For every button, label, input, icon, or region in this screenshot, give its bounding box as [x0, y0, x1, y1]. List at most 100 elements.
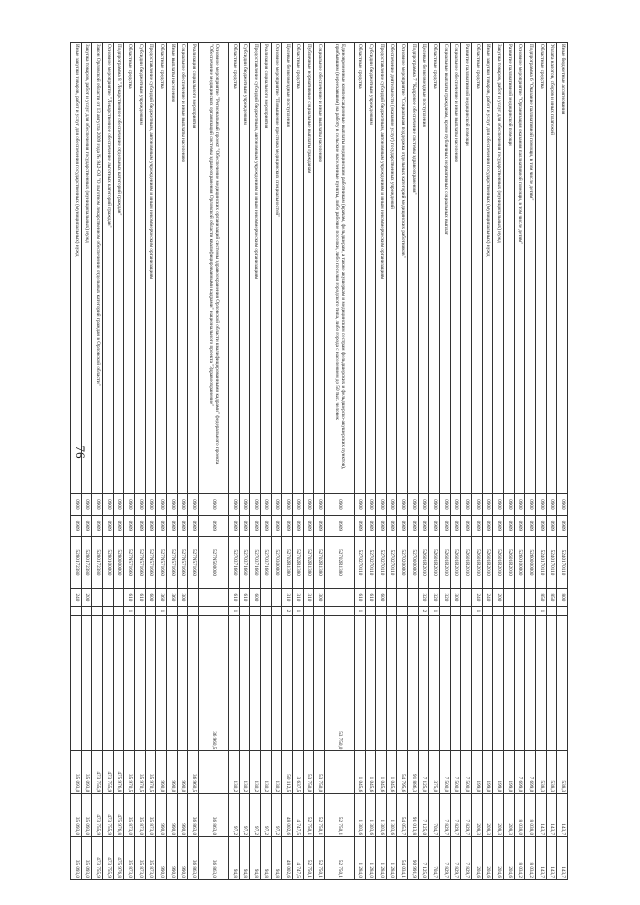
- row-source-code: 1: [471, 606, 483, 616]
- row-target-article: 52702R1380: [292, 536, 304, 589]
- row-amount-3: 7 829,7: [460, 793, 472, 837]
- row-source-code: [113, 606, 124, 616]
- row-name: Областные средства: [292, 42, 304, 494]
- row-gr-code: 0900: [260, 493, 272, 516]
- row-name: Субсидии бюджетным учреждениям: [134, 42, 146, 494]
- row-amount-4: 35 093,0: [70, 836, 82, 880]
- row-name: Единовременные компенсационные выплаты м…: [324, 42, 355, 494]
- row-expense-type: 610: [123, 588, 135, 607]
- row-gr-code: 0900: [450, 493, 461, 516]
- row-source-code: [249, 606, 261, 616]
- table-row: Обеспечение деятельности (оказание услуг…: [386, 42, 397, 880]
- row-amount-3: 143,7: [546, 793, 557, 837]
- row-source-code: [450, 606, 461, 616]
- row-amount-3: 97,2: [228, 793, 240, 837]
- row-amount-2: 199,0: [492, 750, 504, 794]
- row-gr-code: 0900: [375, 493, 387, 516]
- row-expense-type: [260, 588, 272, 607]
- row-amount-2: 538,3: [535, 750, 547, 794]
- row-amount-4: 143,7: [556, 836, 568, 880]
- row-amount-3: 97,2: [260, 793, 272, 837]
- row-gr-code: 0900: [155, 493, 167, 516]
- row-amount-4: 8 034,2: [514, 836, 525, 880]
- table-row: Социальное обеспечение и иные выплаты на…: [450, 42, 461, 880]
- row-target-article: 5270270110: [375, 536, 387, 589]
- row-source-code: [397, 606, 408, 616]
- row-target-article: 527N500000: [198, 536, 229, 589]
- table-row: Основное мероприятие "Лекарственное обес…: [102, 42, 114, 880]
- row-name: Социальное обеспечение и иные выплаты на…: [313, 42, 325, 494]
- row-amount-1: [418, 615, 429, 751]
- row-amount-3: 990,0: [177, 793, 188, 837]
- row-source-code: 1: [123, 606, 135, 616]
- row-amount-1: [177, 615, 188, 751]
- row-amount-3: 704,7: [428, 793, 440, 837]
- row-amount-4: 94,8: [239, 836, 250, 880]
- row-section-code: 0909: [177, 515, 188, 537]
- row-target-article: 527N571660: [166, 536, 178, 589]
- row-gr-code: 0900: [313, 493, 325, 516]
- row-amount-4: 36 863,0: [198, 836, 229, 880]
- row-name: Основное мероприятие "Повышение престижа…: [271, 42, 282, 494]
- row-target-article: 52702R1380: [303, 536, 314, 589]
- row-expense-type: [524, 588, 536, 607]
- row-source-code: [303, 606, 314, 616]
- row-amount-2: 35 970,5: [134, 750, 146, 794]
- row-target-article: 52601R2010: [428, 536, 440, 589]
- row-amount-1: [407, 615, 419, 751]
- row-amount-2: 53 750,0: [313, 750, 325, 794]
- row-section-code: 0909: [249, 515, 261, 537]
- row-name: Иные выплаты населению: [166, 42, 178, 494]
- row-amount-3: 1 303,6: [365, 793, 376, 837]
- row-amount-3: 475 976,8: [113, 793, 124, 837]
- row-amount-3: 7 125,0: [418, 793, 429, 837]
- row-amount-2: 130,2: [239, 750, 250, 794]
- row-name: Подпрограмма 6 "Оказание паллиативной по…: [524, 42, 536, 494]
- row-amount-4: 204,6: [482, 836, 493, 880]
- row-name: Предоставление субсидий бюджетным, автон…: [249, 42, 261, 494]
- row-gr-code: 0900: [123, 493, 135, 516]
- row-target-article: 5270300000: [271, 536, 282, 589]
- row-amount-1: [91, 615, 103, 751]
- row-name: Подпрограмма 8 "Лекарственное обеспечени…: [113, 42, 124, 494]
- row-section-code: 0909: [228, 515, 240, 537]
- row-amount-3: 48 002,6: [281, 793, 293, 837]
- row-target-article: 5280172380: [70, 536, 82, 589]
- row-amount-3: 143,7: [535, 793, 547, 837]
- row-target-article: 52601R2010: [450, 536, 461, 589]
- row-amount-2: 130,2: [260, 750, 272, 794]
- row-amount-4: 4 747,5: [292, 836, 304, 880]
- row-amount-2: 990,0: [177, 750, 188, 794]
- row-amount-1: [303, 615, 314, 751]
- row-name: Предоставление субсидий бюджетным, автон…: [375, 42, 387, 494]
- row-amount-3: 36 863,0: [187, 793, 199, 837]
- row-amount-2: 990,0: [166, 750, 178, 794]
- row-amount-1: [439, 615, 451, 751]
- row-amount-2: 7 125,0: [418, 750, 429, 794]
- row-amount-2: 7 500,0: [450, 750, 461, 794]
- row-section-code: 0909: [397, 515, 408, 537]
- row-amount-4: 8 034,2: [524, 836, 536, 880]
- row-section-code: 0909: [155, 515, 167, 537]
- row-gr-code: 0900: [428, 493, 440, 516]
- row-amount-2: 35 970,5: [145, 750, 156, 794]
- row-gr-code: 0900: [91, 493, 103, 516]
- row-expense-type: 240: [70, 588, 82, 607]
- row-expense-type: 300: [177, 588, 188, 607]
- row-target-article: 527N571660: [134, 536, 146, 589]
- row-amount-4: 54 034,1: [397, 836, 408, 880]
- row-amount-2: 199,0: [482, 750, 493, 794]
- row-name: Уплата налогов, сборов и иных платежей: [546, 42, 557, 494]
- row-source-code: 1: [428, 606, 440, 616]
- row-target-article: 5270371660: [260, 536, 272, 589]
- row-name: Подпрограмма 7 "Кадровое обеспечение сис…: [407, 42, 419, 494]
- row-gr-code: 0900: [503, 493, 515, 516]
- row-section-code: 0909: [70, 515, 82, 537]
- table-row: Основное мероприятие "Повышение престижа…: [271, 42, 282, 880]
- row-section-code: 0909: [407, 515, 419, 537]
- row-name: Закон Орловской области от 13 августа 20…: [91, 42, 103, 494]
- table-row: Развитие паллиативной медицинской помощи…: [460, 42, 472, 880]
- row-target-article: 5270270110: [354, 536, 366, 589]
- row-amount-2: 53 750,0: [303, 750, 314, 794]
